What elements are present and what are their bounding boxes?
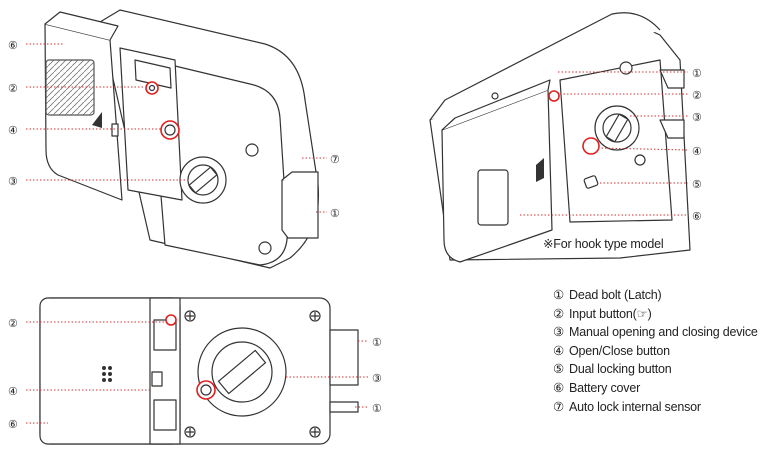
- legend-item: ④ Open/Close button: [553, 342, 782, 361]
- legend-number: ①: [553, 288, 565, 302]
- callout-4-top-left: ④: [8, 125, 18, 137]
- callout-3-top-right: ③: [692, 112, 702, 124]
- legend-label: Battery cover: [569, 380, 641, 395]
- callout-1-top-right: ①: [692, 68, 702, 80]
- callout-6-top-left: ⑥: [8, 40, 18, 52]
- legend-item: ② Input button(☞): [553, 305, 782, 324]
- callout-6-top-right: ⑥: [692, 211, 702, 223]
- callout-3-top-left: ③: [8, 176, 18, 188]
- legend-item: ⑦ Auto lock internal sensor: [553, 398, 782, 417]
- callout-3-bottom: ③: [372, 373, 382, 385]
- legend-item: ⑥ Battery cover: [553, 379, 782, 398]
- legend-item: ⑤ Dual locking button: [553, 360, 782, 379]
- callout-labels: ⑥ ② ④ ③ ⑦ ① ① ② ③ ④ ⑤ ⑥ ② ④ ⑥ ① ③ ①: [8, 40, 702, 431]
- callout-1-bottom-upper: ①: [372, 337, 382, 349]
- legend-number: ④: [553, 343, 565, 358]
- callout-2-bottom: ②: [8, 318, 18, 330]
- legend-label: Open/Close button: [569, 343, 670, 358]
- callout-2-top-left: ②: [8, 83, 18, 95]
- legend-label: Auto lock internal sensor: [569, 399, 701, 414]
- callout-4-bottom: ④: [8, 386, 18, 398]
- callout-4-top-right: ④: [692, 146, 702, 158]
- legend-label: Manual opening and closing device: [569, 325, 758, 340]
- parts-legend: ① Dead bolt (Latch) ② Input button(☞) ③ Man…: [553, 286, 782, 416]
- lock-view-hook-perspective: [429, 12, 691, 263]
- lock-view-front-perspective: [44, 9, 320, 269]
- callout-7-top-left: ⑦: [330, 154, 340, 166]
- legend-item: ③ Manual opening and closing device: [553, 323, 782, 342]
- callout-1-bottom-lower: ①: [372, 403, 382, 415]
- legend-number: ⑦: [553, 399, 565, 414]
- callout-2-top-right: ②: [692, 90, 702, 102]
- callout-5-top-right: ⑤: [692, 179, 702, 191]
- legend-label: Dual locking button: [569, 362, 672, 377]
- hook-type-note: ※For hook type model: [543, 237, 664, 251]
- callout-6-bottom: ⑥: [8, 419, 18, 431]
- legend-label: Input button(☞): [569, 306, 652, 321]
- lock-view-front-flat: [39, 297, 359, 445]
- legend-number: ⑥: [553, 380, 565, 395]
- legend-number: ⑤: [553, 362, 565, 377]
- legend-number: ②: [553, 306, 565, 321]
- legend-number: ③: [553, 325, 565, 340]
- callout-1-top-left: ①: [330, 208, 340, 220]
- legend-item: ① Dead bolt (Latch): [553, 286, 782, 305]
- callout-lines: [26, 43, 689, 424]
- legend-label: Dead bolt (Latch): [569, 288, 662, 302]
